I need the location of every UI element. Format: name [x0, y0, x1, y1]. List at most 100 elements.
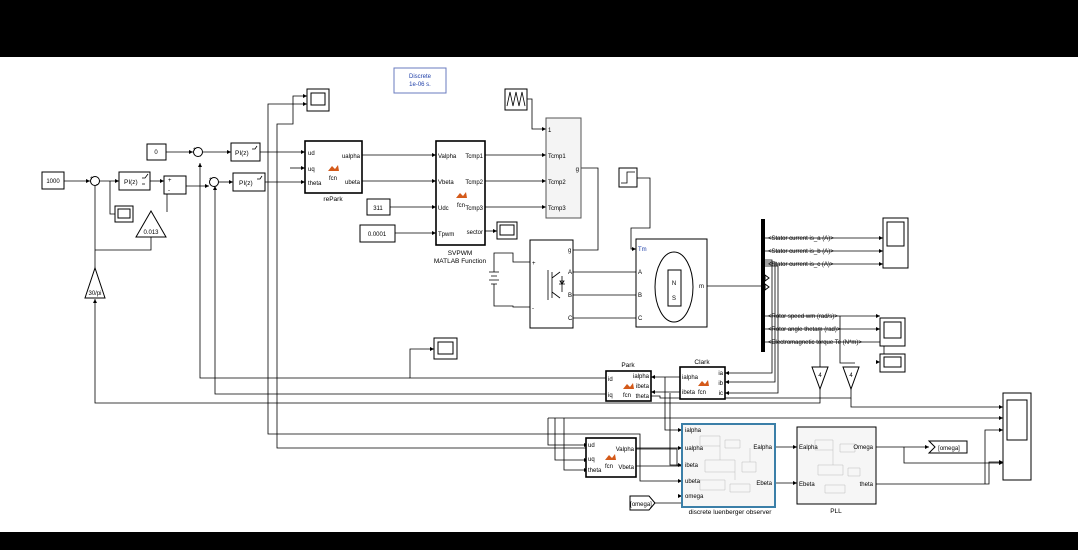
svg-text:g: g — [576, 167, 579, 173]
sum-torque[interactable]: + - — [163, 175, 187, 195]
matlab-fcn-icon — [328, 165, 339, 171]
pll-internal-preview — [814, 439, 861, 494]
svg-text:Ealpha: Ealpha — [753, 445, 772, 451]
from-omega-tag[interactable]: [omega] — [629, 495, 656, 511]
magnet-icon — [667, 269, 682, 307]
clark-function-block[interactable]: ialpha ibeta ia ib ic fcn Clark — [679, 359, 726, 400]
svpwm-function-block[interactable]: Valpha Vbeta Udc Tpwm Tcmp1 Tcmp2 Tcmp3 … — [434, 140, 487, 265]
svg-text:-: - — [168, 188, 170, 194]
svg-text:0.0001: 0.0001 — [368, 232, 387, 238]
repeating-sequence-block[interactable] — [504, 88, 528, 111]
bus-selector[interactable] — [761, 219, 770, 352]
svg-text:Tcmp3: Tcmp3 — [465, 206, 483, 212]
scope-dq[interactable] — [306, 88, 330, 112]
svg-text:m: m — [699, 284, 704, 290]
svg-text:30/pi: 30/pi — [88, 291, 101, 297]
svg-text:ialpha: ialpha — [682, 375, 699, 381]
pll-subsystem[interactable]: Ealpha Ebeta Omega theta PLL — [796, 426, 877, 515]
svg-text:g: g — [568, 248, 571, 254]
sum-d-axis[interactable]: + - — [193, 147, 203, 160]
luenberger-observer-subsystem[interactable]: ialpha ualpha ibeta ubeta omega Ealpha E… — [681, 423, 776, 516]
svg-text:Tcmp1: Tcmp1 — [548, 154, 566, 160]
svg-text:0: 0 — [154, 150, 158, 156]
svg-text:theta: theta — [588, 468, 602, 474]
scope-estimation[interactable] — [1002, 392, 1032, 481]
model-diagram: Discrete 1e-06 s. 1000 + - PI(z) 0.013 3… — [41, 67, 1032, 516]
constant-id-ref[interactable]: 0 — [146, 143, 167, 161]
gate-mux-block[interactable]: 1 Tcmp1 Tcmp2 Tcmp3 g — [545, 117, 582, 219]
signal-is-b: <Stator current is_b (A)> — [768, 249, 834, 255]
svg-text:Valpha: Valpha — [438, 154, 457, 160]
svg-text:discrete luenberger observer: discrete luenberger observer — [689, 509, 773, 516]
svg-text:uq: uq — [588, 457, 595, 463]
scope-park[interactable] — [433, 337, 458, 360]
repark-function-block[interactable]: ud uq theta ualpha ubeta fcn rePark — [304, 140, 363, 203]
svg-text:id: id — [608, 377, 613, 383]
park-function-block[interactable]: id iq ialpha ibeta theta fcn Park — [605, 362, 652, 402]
svg-text:uq: uq — [308, 167, 315, 173]
svg-text:fcn: fcn — [698, 390, 706, 396]
scope-rotor[interactable] — [879, 317, 906, 347]
svg-text:-: - — [215, 184, 217, 190]
svg-text:SVPWM: SVPWM — [448, 250, 473, 257]
constant-udc[interactable]: 311 — [366, 198, 391, 216]
powergui-solver-block[interactable]: Discrete 1e-06 s. — [393, 67, 447, 94]
constant-speed-ref[interactable]: 1000 — [41, 171, 65, 190]
simulink-model-canvas: Discrete 1e-06 s. 1000 + - PI(z) 0.013 3… — [0, 57, 1078, 532]
signal-thetam: <Rotor angle thetam (rad)> — [768, 327, 841, 333]
svg-text:311: 311 — [373, 206, 383, 212]
svg-text:B: B — [638, 293, 642, 299]
sum-speed-error[interactable]: + - — [90, 176, 100, 188]
svg-text:Tpwm: Tpwm — [438, 232, 454, 238]
dc-voltage-source[interactable] — [489, 271, 499, 285]
svg-text:ud: ud — [308, 151, 315, 157]
pmsm-motor-block[interactable]: Tm A B C m N S — [635, 238, 708, 328]
svg-text:4: 4 — [849, 373, 853, 379]
matlab-fcn-icon — [623, 383, 634, 389]
svg-text:fcn: fcn — [623, 393, 631, 399]
svg-text:sector: sector — [467, 230, 483, 236]
scope-torque[interactable] — [879, 353, 906, 373]
gain-4-a[interactable]: 4 — [811, 366, 829, 391]
constant-tpwm[interactable]: 0.0001 — [359, 224, 396, 243]
svg-text:fcn: fcn — [457, 203, 465, 209]
pi-q-controller[interactable]: PI(z) — [232, 172, 266, 192]
inverse-park-function-block[interactable]: ud uq theta Valpha Vbeta fcn — [585, 437, 637, 478]
sum-q-axis[interactable]: + - — [209, 177, 219, 190]
svg-text:theta: theta — [308, 181, 322, 187]
svg-text:ubeta: ubeta — [345, 180, 361, 186]
svg-text:Tcmp2: Tcmp2 — [548, 180, 566, 186]
svg-text:[omega]: [omega] — [630, 502, 652, 508]
svg-text:N: N — [672, 281, 676, 287]
observer-internal-preview — [699, 435, 757, 493]
gain-0013[interactable]: 0.013 — [135, 209, 167, 238]
bus-signal-labels: <Stator current is_a (A)> <Stator curren… — [768, 236, 862, 346]
svg-text:fcn: fcn — [605, 464, 613, 470]
svg-text:iq: iq — [608, 393, 613, 399]
scope-stator-current[interactable] — [882, 217, 909, 269]
svg-text:C: C — [638, 316, 643, 322]
svg-text:-: - — [532, 306, 534, 312]
igbt-inverter-block[interactable]: g A B C + - — [529, 239, 574, 329]
svg-text:C: C — [568, 316, 573, 322]
gain-4-b[interactable]: 4 — [842, 366, 860, 391]
scope-speed[interactable] — [114, 205, 134, 223]
svg-text:Ebeta: Ebeta — [799, 482, 815, 488]
svg-text:A: A — [568, 270, 572, 276]
svg-text:PI(z): PI(z) — [124, 179, 138, 186]
svg-text:ia: ia — [718, 371, 723, 377]
svg-text:S: S — [672, 296, 676, 302]
signal-is-c: <Stator current is_c (A)> — [768, 262, 834, 268]
step-load-torque[interactable] — [618, 167, 638, 188]
svg-text:ialpha: ialpha — [685, 428, 702, 434]
igbt-icon — [547, 270, 565, 300]
pi-d-controller[interactable]: PI(z) — [230, 142, 261, 162]
goto-omega-tag[interactable]: [omega] — [927, 440, 968, 454]
scope-sector[interactable] — [496, 221, 518, 240]
gain-30-over-pi[interactable]: 30/pi — [84, 266, 106, 299]
signal-is-a: <Stator current is_a (A)> — [768, 236, 834, 242]
svg-text:Park: Park — [621, 362, 635, 369]
pi-speed-controller[interactable]: PI(z) — [118, 171, 151, 191]
svg-text:Ebeta: Ebeta — [756, 481, 772, 487]
